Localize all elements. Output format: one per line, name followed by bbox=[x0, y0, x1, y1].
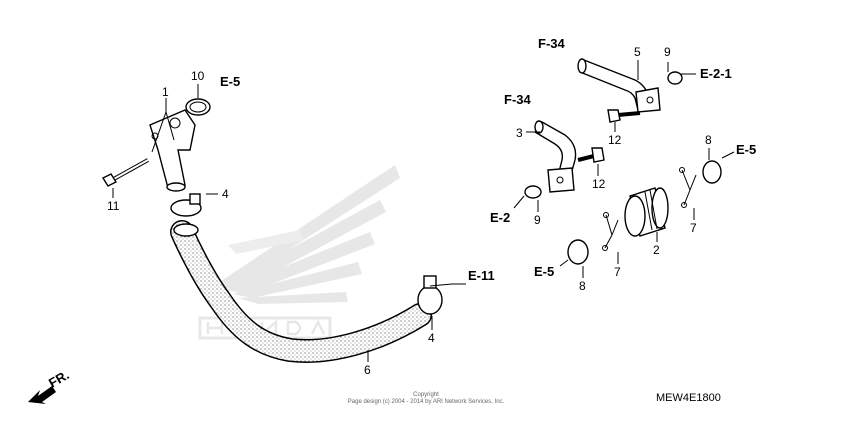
o-ring-10 bbox=[185, 98, 211, 116]
callout-1: 1 bbox=[162, 85, 169, 99]
o-ring-8-left bbox=[567, 239, 589, 265]
copyright-heading: Copyright bbox=[413, 392, 439, 398]
ref-f34-upper: F-34 bbox=[538, 36, 566, 51]
retaining-clip-7-right bbox=[679, 167, 697, 208]
o-ring-8-right bbox=[702, 160, 722, 184]
diagram-code: MEW4E1800 bbox=[656, 392, 721, 404]
bolt-11 bbox=[101, 158, 149, 187]
ref-f34-lower: F-34 bbox=[504, 92, 532, 107]
water-pipe-3 bbox=[533, 120, 577, 193]
front-direction-label: FR. bbox=[46, 367, 72, 390]
callout-4-upper: 4 bbox=[222, 187, 229, 201]
callout-2: 2 bbox=[653, 243, 660, 257]
callout-5: 5 bbox=[634, 45, 641, 59]
bolt-12-lower bbox=[577, 147, 605, 163]
callout-7-left: 7 bbox=[614, 265, 621, 279]
callout-12-upper: 12 bbox=[608, 133, 622, 147]
hose-clamp-4-lower bbox=[417, 275, 453, 315]
callout-3: 3 bbox=[516, 126, 523, 140]
thermostat-housing-1 bbox=[149, 109, 196, 192]
bolt-12-upper bbox=[607, 109, 641, 123]
hose-clamp-4-upper bbox=[170, 193, 202, 217]
ref-e2-1: E-2-1 bbox=[700, 66, 732, 81]
water-pipe-5 bbox=[577, 58, 661, 113]
o-ring-9-lower bbox=[524, 185, 542, 199]
o-ring-9-upper bbox=[667, 71, 683, 85]
callout-7-right: 7 bbox=[690, 221, 697, 235]
callout-6: 6 bbox=[364, 363, 371, 377]
water-hose-6 bbox=[170, 220, 432, 363]
ref-e5-upper-left: E-5 bbox=[220, 74, 240, 89]
callout-4-lower: 4 bbox=[428, 331, 435, 345]
ref-e5-right: E-5 bbox=[736, 142, 756, 157]
leader-lines bbox=[112, 60, 735, 362]
ref-e2: E-2 bbox=[490, 210, 510, 225]
front-direction-arrow: FR. bbox=[28, 367, 72, 404]
callout-10: 10 bbox=[191, 69, 205, 83]
copyright-line: Page design (c) 2004 - 2014 by ARI Netwo… bbox=[348, 399, 505, 405]
callout-8-right: 8 bbox=[705, 133, 712, 147]
retaining-clip-7-left bbox=[602, 212, 619, 251]
callout-8-left: 8 bbox=[579, 279, 586, 293]
callout-9-upper: 9 bbox=[664, 45, 671, 59]
callout-9-lower: 9 bbox=[534, 213, 541, 227]
ref-e11: E-11 bbox=[468, 268, 495, 283]
water-joint-2 bbox=[624, 187, 669, 237]
callout-12-lower: 12 bbox=[592, 177, 606, 191]
brand-watermark-logo bbox=[198, 165, 400, 340]
callout-11: 11 bbox=[107, 199, 120, 213]
ref-e5-lower: E-5 bbox=[534, 264, 554, 279]
